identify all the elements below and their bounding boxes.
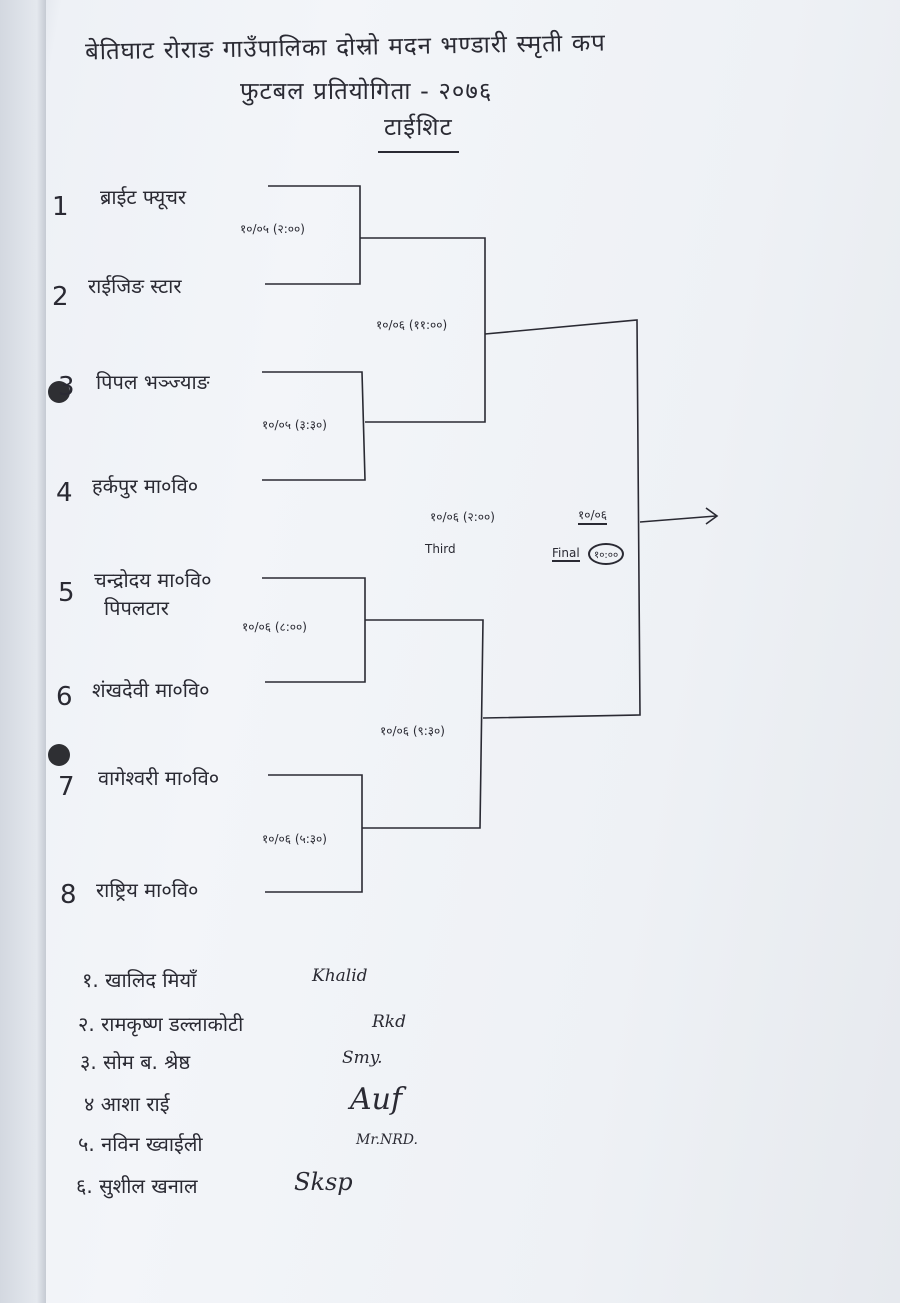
subtitle-tie-sheet: टाईशिट [378, 110, 459, 153]
team-name: हर्कपुर मा०वि० [92, 474, 199, 498]
binding-hole [48, 744, 70, 766]
signatory-name: १. खालिद मियाँ [82, 968, 197, 992]
signature: Smy. [342, 1048, 383, 1068]
signature: Khalid [312, 966, 368, 986]
binding-hole [48, 381, 70, 403]
match-date-r1-m4: १०/०६ (५:३०) [262, 832, 327, 846]
page-left-edge [0, 0, 46, 1303]
bracket-r1-m3 [262, 577, 366, 683]
match-date-r1-m1: १०/०५ (२:००) [240, 222, 305, 236]
bracket-semi-2 [362, 619, 484, 829]
signature: Rkd [372, 1012, 406, 1032]
bracket-r1-m4 [265, 774, 363, 893]
signature: Sksp [294, 1168, 353, 1196]
match-date-r1-m2: १०/०५ (३:३०) [262, 418, 327, 432]
team-number: 3 [58, 372, 75, 402]
team-name: वागेश्वरी मा०वि० [98, 766, 220, 790]
bracket-semi-1 [360, 237, 486, 423]
arrow-head-icon [705, 507, 719, 525]
team-number: 7 [58, 772, 75, 802]
signature: Mr.NRD. [356, 1132, 418, 1148]
final-label: Final [552, 546, 580, 562]
team-number: 5 [58, 578, 75, 608]
third-place-date: १०/०६ (२:००) [430, 510, 495, 524]
winner-arrow [639, 515, 717, 523]
team-name-line2: पिपलटार [104, 596, 169, 620]
signatory-name: ६. सुशील खनाल [76, 1174, 198, 1198]
team-number: 6 [56, 682, 73, 712]
match-date-semi-1: १०/०६ (११:००) [376, 318, 448, 332]
match-date-r1-m3: १०/०६ (८:००) [242, 620, 307, 634]
bracket-r1-m1 [265, 185, 361, 285]
team-name: राष्ट्रिय मा०वि० [96, 878, 199, 902]
bracket-final [482, 319, 641, 719]
team-name: ब्राईट फ्यूचर [100, 185, 187, 209]
signatory-name: २. रामकृष्ण डल्लाकोटी [78, 1012, 244, 1036]
signature: Auf [350, 1082, 403, 1117]
third-place-label: Third [425, 542, 456, 556]
title-line-2: फुटबल प्रतियोगिता - २०७६ [240, 77, 493, 105]
team-name: राईजिङ स्टार [88, 274, 182, 298]
team-name: चन्द्रोदय मा०वि० [94, 568, 212, 592]
signatory-name: ३. सोम ब. श्रेष्ठ [80, 1050, 191, 1074]
signatory-name: ५. नविन ख्वाईली [78, 1132, 203, 1156]
team-number: 8 [60, 880, 77, 910]
final-date: १०/०६ [578, 506, 608, 525]
team-number: 1 [52, 192, 69, 222]
bracket-r1-m2 [262, 371, 366, 481]
team-number: 4 [56, 478, 73, 508]
team-name: शंखदेवी मा०वि० [92, 678, 210, 702]
match-date-semi-2: १०/०६ (९:३०) [380, 724, 445, 738]
final-time: १०:०० [588, 543, 625, 565]
team-number: 2 [52, 282, 69, 312]
team-name: पिपल भञ्ज्याङ [96, 370, 210, 394]
signatory-name: ४ आशा राई [84, 1092, 170, 1116]
